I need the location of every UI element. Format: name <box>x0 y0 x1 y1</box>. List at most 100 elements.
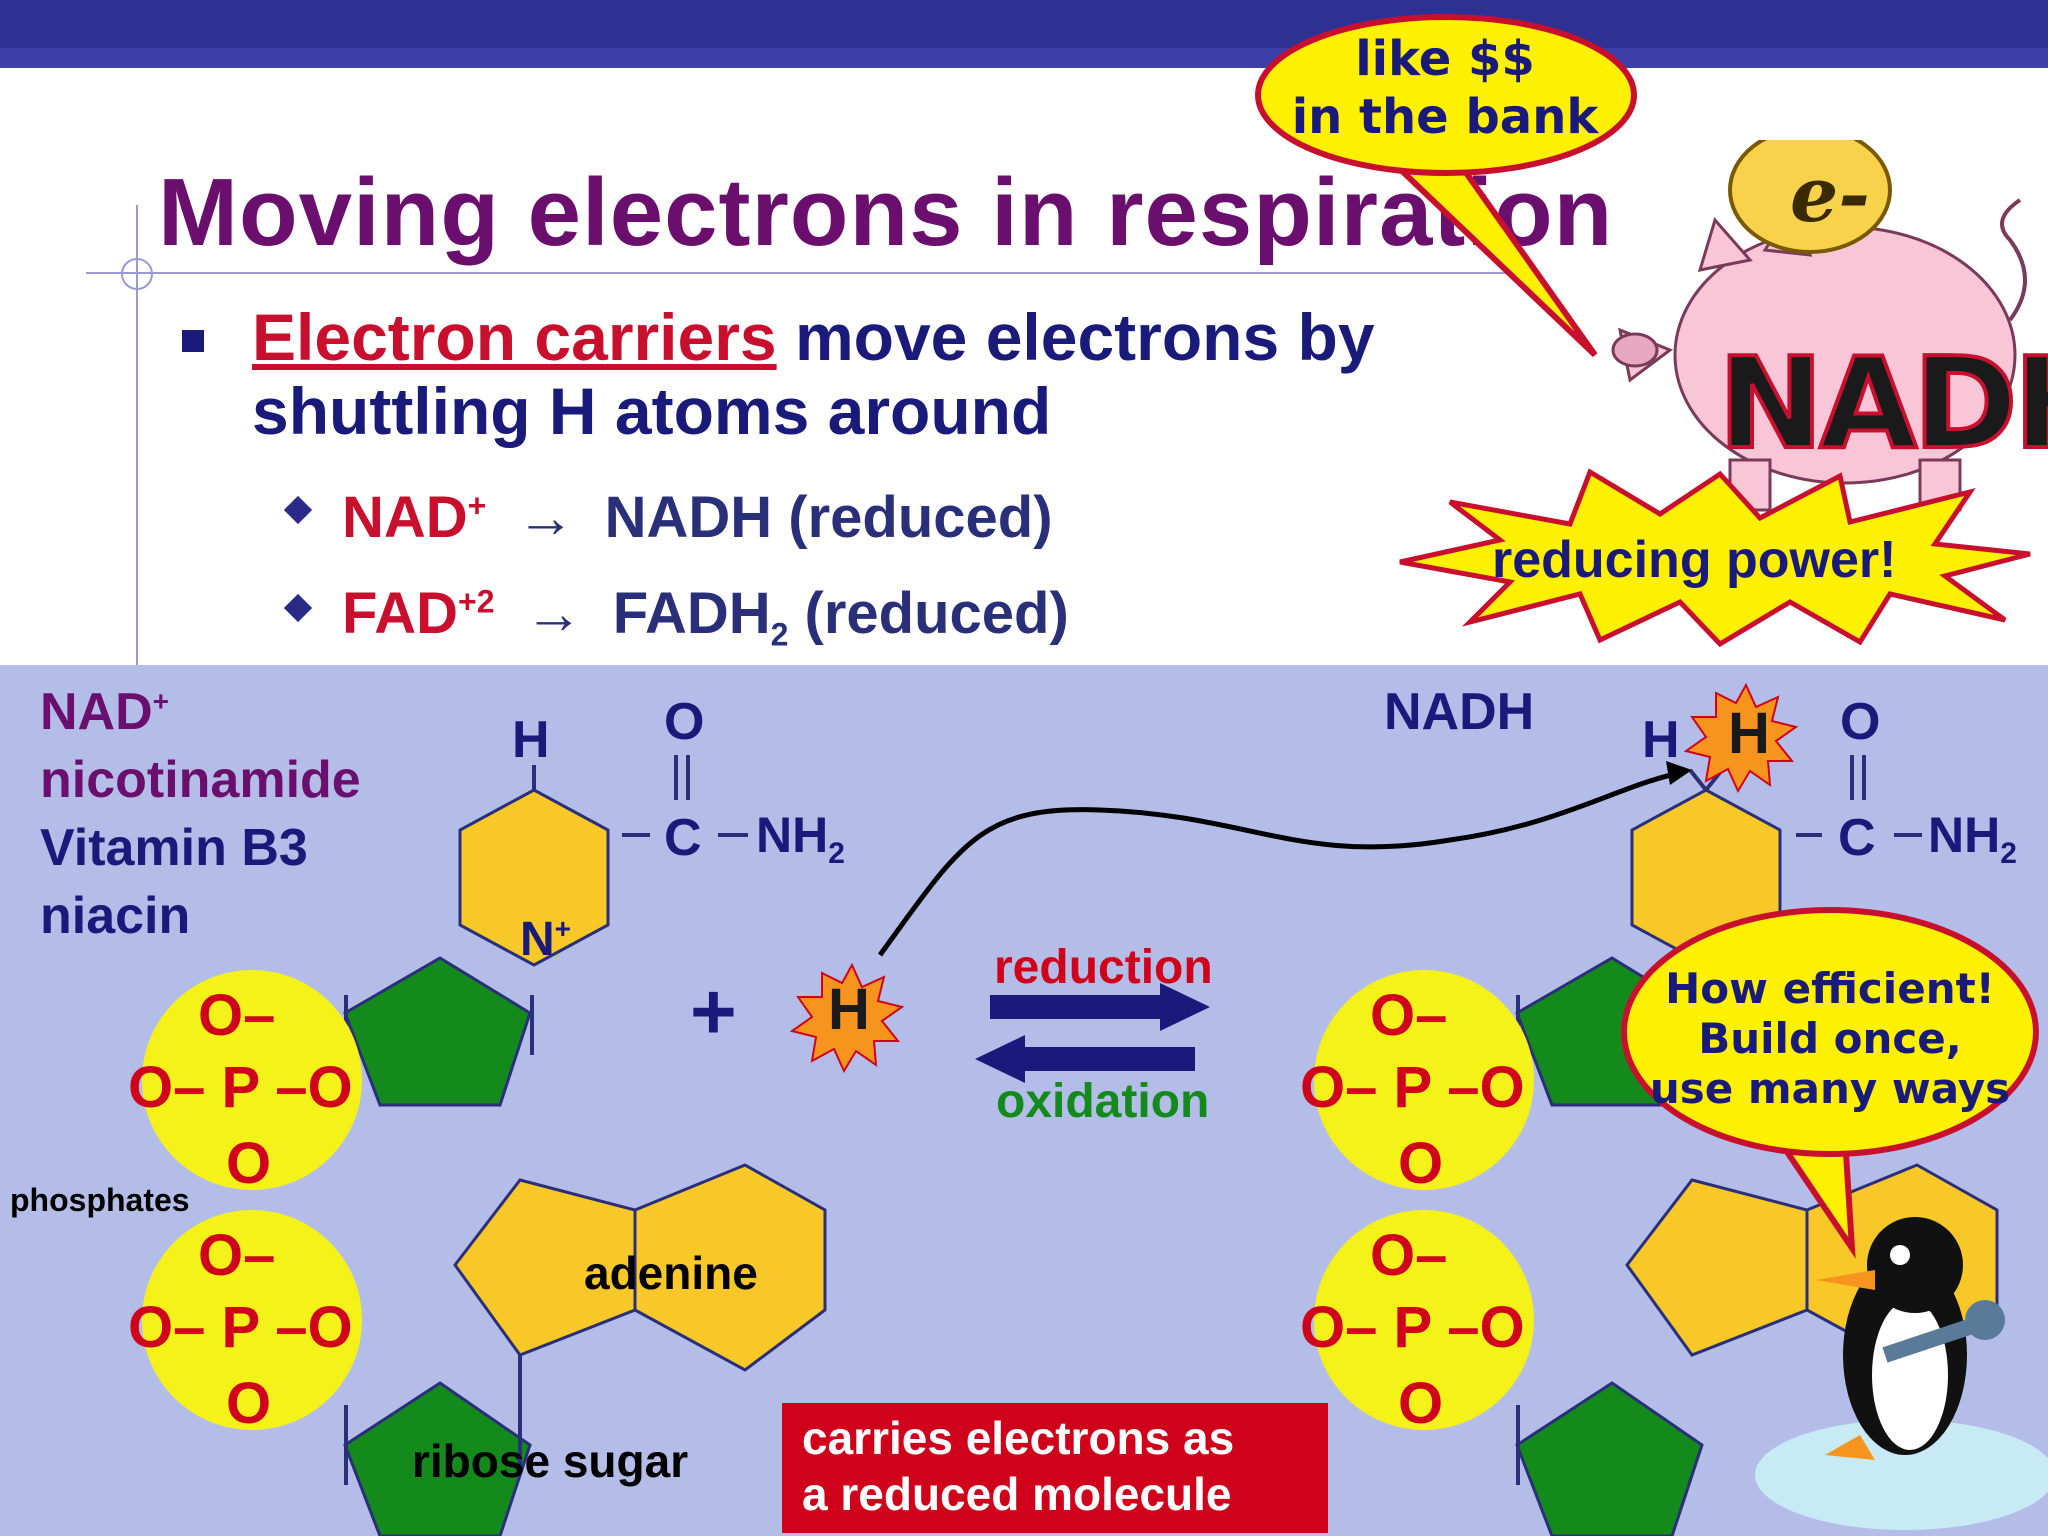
h-atom: H <box>828 977 870 1042</box>
caption-line2: a reduced molecule <box>802 1468 1232 1520</box>
nad-superscript: + <box>467 487 487 524</box>
bubble-bank-line2: in the bank <box>1291 89 1599 145</box>
molecule-diagram <box>142 682 2048 1536</box>
nh2-sub: 2 <box>2000 837 2017 870</box>
phosphate-right-top-o: O <box>1398 1131 1444 1196</box>
phosphate-right-top-ominus: O– <box>1370 983 1448 1048</box>
fad-superscript: +2 <box>458 583 495 620</box>
reducing-power-text: reducing power! <box>1492 531 1897 589</box>
ribose-pentagon-left-top <box>343 956 532 1107</box>
phosphate-left-bottom-row: O– P –O <box>128 1295 353 1360</box>
adenine-ring-right <box>1625 1178 1809 1357</box>
nad-plus-label: NAD+ <box>40 682 169 742</box>
nadh-label: NADH <box>1384 683 1535 741</box>
n-plus-label: N+ <box>520 912 571 967</box>
n-sup: + <box>554 913 572 944</box>
phosphate-right-top-row: O– P –O <box>1300 1055 1525 1120</box>
diamond-bullet-icon <box>283 495 313 525</box>
ribose-sugar-label: ribose sugar <box>412 1435 689 1487</box>
nh2-label-right: NH2 <box>1928 806 2017 871</box>
electron-transfer-arrow <box>877 770 1681 957</box>
caption-text: carries electrons as a reduced molecule <box>802 1410 1234 1522</box>
bubble-bank-text: like $$ in the bank <box>1280 30 1610 146</box>
diamond-bullet-icon <box>283 593 313 623</box>
bubble-efficient-line3: use many ways <box>1649 1064 2011 1113</box>
nh2-text: NH <box>756 807 829 863</box>
bubble-efficient-line1: How efficient! <box>1665 964 1995 1013</box>
phosphates-label: phosphates <box>10 1182 190 1218</box>
electron-carriers-link: Electron carriers <box>252 300 777 374</box>
bullet-line2: shuttling H atoms around <box>252 374 1052 448</box>
pig-nadh-label: NADH <box>1716 328 2048 479</box>
ribose-pentagon-right-bottom <box>1515 1381 1704 1536</box>
phosphate-left-top-o: O <box>226 1131 272 1196</box>
oxidation-arrow <box>975 1035 1195 1083</box>
oxidation-label: oxidation <box>996 1075 1210 1128</box>
speech-bubble-bank <box>1255 14 1637 358</box>
c-label-right: C <box>1838 809 1876 867</box>
crosshair-icon <box>121 258 153 290</box>
adenine-ring2-left <box>633 1163 827 1372</box>
reduction-label: reduction <box>994 941 1213 994</box>
nad-label-sup: + <box>152 685 170 717</box>
h-atom-burst-right <box>1683 682 1799 794</box>
piggy-bank-icon <box>1611 140 2027 512</box>
header-bar <box>0 0 2048 48</box>
guide-line-horizontal <box>86 272 1506 274</box>
arrow-icon: → <box>524 581 583 646</box>
nh2-label-left: NH2 <box>756 806 845 871</box>
nad-label-text: NAD <box>40 683 153 741</box>
phosphate-right-bottom-row: O– P –O <box>1300 1295 1525 1360</box>
h-label-left: H <box>512 711 550 769</box>
arrow-icon: → <box>516 485 575 550</box>
c-label-left: C <box>664 809 702 867</box>
nad-text: NAD <box>342 485 468 550</box>
coin-label: e- <box>1790 150 1870 239</box>
vitamin-b3-label: Vitamin B3 <box>40 819 308 877</box>
phosphate-left-bottom-ominus: O– <box>198 1223 276 1288</box>
nicotinamide-ring-left <box>458 788 610 967</box>
caption-line1: carries electrons as <box>802 1412 1235 1464</box>
phosphate-left-bottom-o: O <box>226 1371 272 1436</box>
reduction-arrow <box>990 983 1210 1031</box>
bullet-line1-rest: move electrons by <box>776 300 1375 374</box>
bullet-square-icon <box>182 330 204 352</box>
penguin-icon <box>1755 1217 2048 1530</box>
adenine-label: adenine <box>584 1247 758 1299</box>
nh2-text: NH <box>1928 807 2001 863</box>
h-label-right: H <box>1642 711 1680 769</box>
o-label-left: O <box>664 693 705 751</box>
o-label-right: O <box>1840 693 1881 751</box>
sub-bullet-fad: FAD+2 → FADH2 (reduced) <box>342 580 1069 654</box>
main-bullet: Electron carriers move electrons by shut… <box>252 300 1375 448</box>
phosphate-right-bottom-ominus: O– <box>1370 1223 1448 1288</box>
fadh2-reduced-text: (reduced) <box>788 581 1069 646</box>
h-atom-burst <box>789 962 905 1074</box>
phosphate-left-top-ominus: O– <box>198 983 276 1048</box>
bubble-bank-line1: like $$ <box>1355 31 1535 87</box>
plus-sign: + <box>690 967 737 1056</box>
niacin-label: niacin <box>40 887 191 945</box>
phosphate-right-top <box>1314 970 1534 1190</box>
phosphate-left-bottom <box>142 1210 362 1430</box>
n-text: N <box>520 913 555 966</box>
bubble-efficient-text: How efficient! Build once, use many ways <box>1640 964 2020 1114</box>
nadh-reduced-text: NADH (reduced) <box>604 485 1053 550</box>
caption-box <box>782 1403 1328 1533</box>
speech-bubble-efficient <box>1621 907 2039 1259</box>
fad-text: FAD <box>342 581 458 646</box>
reducing-power-starburst <box>1399 468 2031 648</box>
sub-bullet-nad: NAD+ → NADH (reduced) <box>342 484 1053 551</box>
phosphate-left-top <box>142 970 362 1190</box>
phosphate-right-bottom-o: O <box>1398 1371 1444 1436</box>
ribose-pentagon-left-bottom <box>343 1381 532 1536</box>
header-bar-accent <box>0 48 2048 68</box>
nicotinamide-label: nicotinamide <box>40 751 361 809</box>
adenine-ring-left <box>453 1178 637 1357</box>
bubble-efficient-line2: Build once, <box>1698 1014 1962 1063</box>
guide-line-vertical <box>136 205 138 665</box>
fadh2-subscript: 2 <box>770 616 789 653</box>
h-atom-right: H <box>1728 701 1770 766</box>
phosphate-left-top-row: O– P –O <box>128 1055 353 1120</box>
fadh2-text: FADH <box>612 581 771 646</box>
